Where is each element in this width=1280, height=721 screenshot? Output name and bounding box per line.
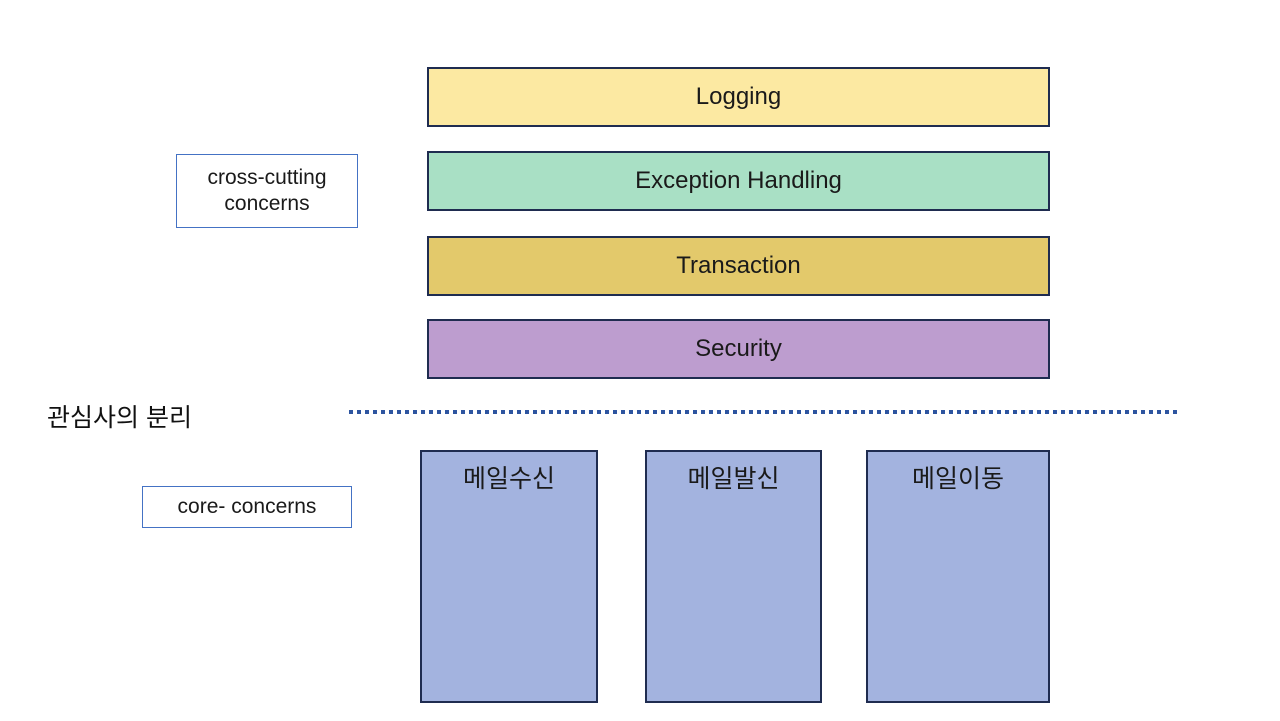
core-box-label: 메일이동 xyxy=(911,465,1004,493)
bar-label: Security xyxy=(695,335,782,362)
bar-label: Logging xyxy=(695,83,782,110)
cross-cutting-bar-transaction: Transaction xyxy=(427,236,1050,296)
core-concerns-label-box: core- concerns xyxy=(142,486,352,528)
core-concerns-label: core- concerns xyxy=(177,494,317,518)
core-box-mail-receive: 메일수신 xyxy=(420,450,598,703)
core-box-label: 메일발신 xyxy=(687,465,780,493)
cross-cutting-bar-security: Security xyxy=(427,319,1050,379)
dotted-divider-line xyxy=(349,410,1180,414)
cross-cutting-bar-exception-handling: Exception Handling xyxy=(427,151,1050,211)
cross-cutting-concerns-label-box: cross-cutting concerns xyxy=(176,154,358,228)
bar-label: Exception Handling xyxy=(635,167,842,194)
core-box-label: 메일수신 xyxy=(462,465,555,493)
bar-label: Transaction xyxy=(676,252,801,279)
diagram-title: 관심사의 분리 xyxy=(47,404,192,432)
core-box-mail-move: 메일이동 xyxy=(866,450,1050,703)
core-box-mail-send: 메일발신 xyxy=(645,450,822,703)
cross-cutting-label-line1: cross-cutting xyxy=(207,165,327,189)
cross-cutting-label-line2: concerns xyxy=(224,192,310,215)
cross-cutting-bar-logging: Logging xyxy=(427,67,1050,127)
